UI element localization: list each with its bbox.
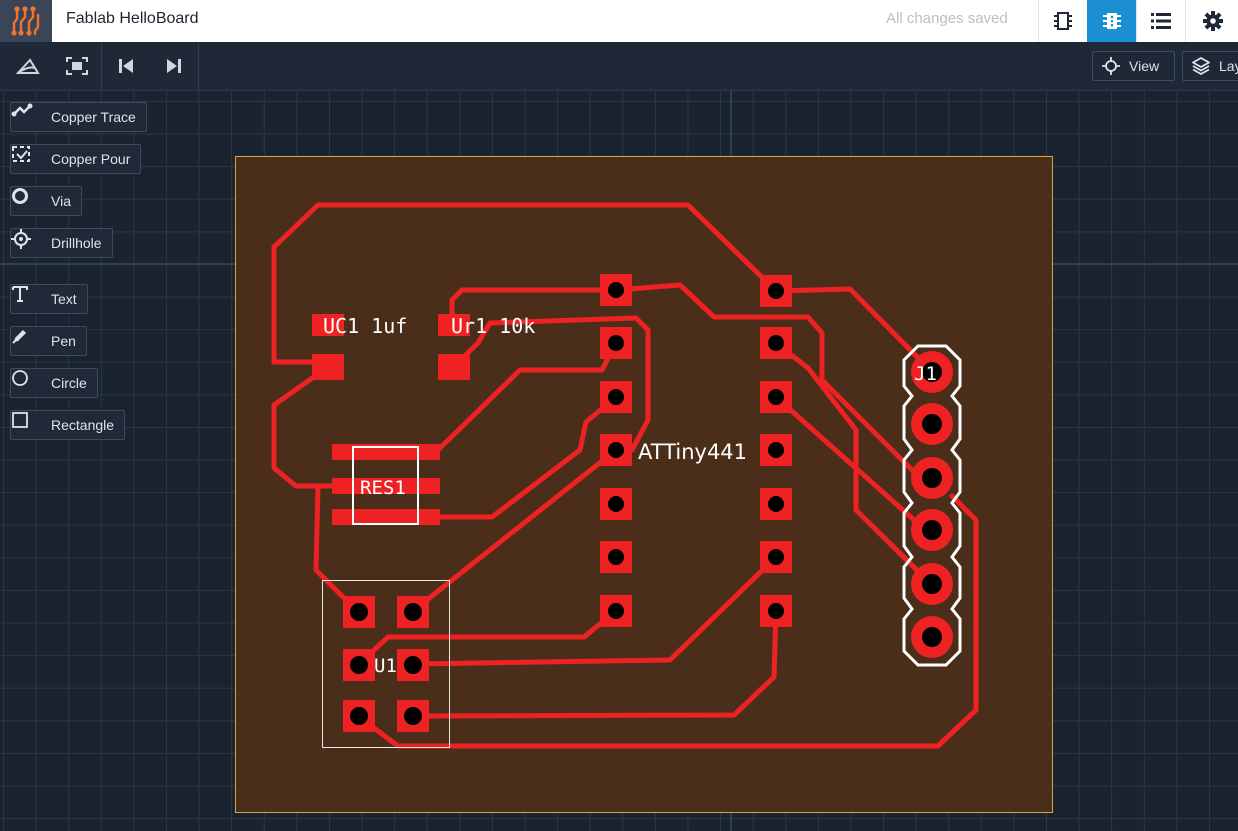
layers-icon [1192, 57, 1210, 75]
skip-forward-icon [167, 59, 181, 73]
u1-component[interactable] [322, 580, 450, 748]
save-status: All changes saved [886, 10, 1008, 27]
circle-tool-label: Circle [51, 375, 87, 391]
pen-icon [12, 330, 41, 351]
skip-back-icon [119, 59, 133, 73]
list-icon [1151, 13, 1171, 29]
text-icon [12, 286, 41, 309]
drillhole-tool[interactable]: Drillhole [10, 228, 113, 258]
copper-trace-tool[interactable]: Copper Trace [10, 102, 147, 132]
app-logo[interactable] [0, 0, 52, 42]
rectangle-icon [12, 412, 41, 435]
pcb-drawing: UC1 1uf Ur1 10k RES1 U1 J1 ATTiny441 [0, 91, 1238, 831]
u1-label: U1 [374, 655, 397, 677]
settings-button[interactable] [1185, 0, 1238, 42]
drillhole-icon [11, 229, 41, 253]
view-menu-button[interactable]: View [1092, 51, 1175, 81]
schematic-icon [1054, 12, 1072, 30]
fit-to-screen-button[interactable] [53, 42, 101, 90]
copper-traces[interactable] [271, 202, 979, 749]
project-title: Fablab HelloBoard [66, 10, 199, 27]
via-icon [12, 188, 41, 211]
circle-tool[interactable]: Circle [10, 368, 98, 398]
ratsnest-icon [16, 58, 40, 74]
pen-tool[interactable]: Pen [10, 326, 87, 356]
copper-pour-icon [12, 146, 41, 169]
text-tool[interactable]: Text [10, 284, 88, 314]
bom-list-button[interactable] [1136, 0, 1185, 42]
pcb-icon [1103, 13, 1121, 29]
pcb-canvas[interactable]: UC1 1uf Ur1 10k RES1 U1 J1 ATTiny441 Cop… [0, 91, 1238, 831]
copper-pour-tool[interactable]: Copper Pour [10, 144, 142, 174]
via-label: Via [51, 193, 71, 209]
toolbar-divider [198, 42, 199, 90]
attiny-pads[interactable] [600, 274, 792, 627]
layers-menu-label: Layers [1219, 58, 1238, 74]
smd-pads[interactable] [312, 314, 470, 380]
drillhole-label: Drillhole [51, 235, 102, 251]
copper-pour-label: Copper Pour [51, 151, 131, 167]
text-tool-label: Text [51, 291, 77, 307]
pen-tool-label: Pen [51, 333, 76, 349]
uc1-label: UC1 1uf [323, 314, 407, 338]
pcb-view-button[interactable] [1087, 0, 1136, 42]
layers-menu-button[interactable]: Layers [1182, 51, 1238, 81]
circle-icon [12, 370, 41, 393]
copper-trace-label: Copper Trace [51, 109, 136, 125]
via-tool[interactable]: Via [10, 186, 82, 216]
res1-component[interactable] [332, 444, 440, 525]
j1-header[interactable] [902, 344, 962, 667]
copper-trace-icon [11, 103, 41, 127]
rectangle-tool-label: Rectangle [51, 417, 115, 433]
res1-label: RES1 [360, 477, 406, 499]
editor-toolbar: View Layers [0, 42, 1238, 91]
ratsnest-button[interactable] [4, 42, 52, 90]
attiny-label: ATTiny441 [638, 440, 747, 464]
rectangle-tool[interactable]: Rectangle [10, 410, 126, 440]
view-menu-label: View [1129, 58, 1160, 74]
previous-button[interactable] [102, 42, 150, 90]
toolbar-divider [101, 42, 102, 90]
schematic-view-button[interactable] [1038, 0, 1087, 42]
gear-icon [1202, 11, 1223, 31]
crosshair-icon [1102, 57, 1120, 75]
fit-screen-icon [66, 57, 88, 75]
circuit-logo-icon [11, 6, 40, 36]
app-header: Fablab HelloBoard All changes saved [0, 0, 1238, 43]
ur1-label: Ur1 10k [451, 314, 535, 338]
next-button[interactable] [150, 42, 198, 90]
j1-label: J1 [914, 363, 937, 385]
